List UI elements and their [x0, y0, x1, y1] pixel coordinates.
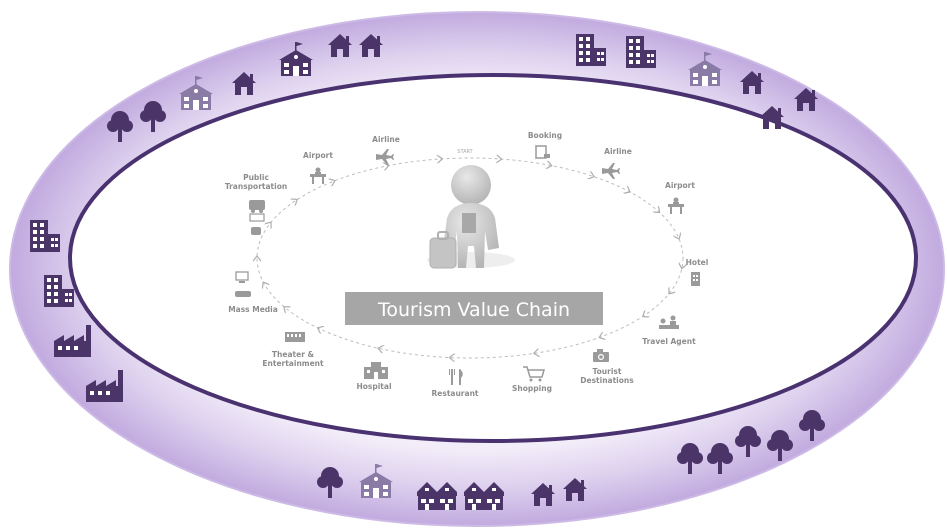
travel-agent-icon — [659, 315, 679, 329]
stage-icons — [235, 145, 700, 385]
stage-label-mass-media: Mass Media — [228, 305, 278, 314]
restaurant-icon — [449, 369, 463, 385]
shopping-cart-icon — [523, 366, 545, 382]
stage-label-restaurant: Restaurant — [432, 389, 479, 398]
theater-icon — [285, 332, 305, 342]
diagram-title: Tourism Value Chain — [377, 299, 570, 321]
booking-icon — [535, 145, 550, 159]
mass-media-icon — [235, 271, 251, 297]
hospital-icon — [364, 362, 388, 379]
stage-label-travel-agent: Travel Agent — [642, 337, 696, 346]
bus-icon — [249, 200, 265, 235]
hotel-icon — [691, 272, 700, 286]
stage-label-shopping: Shopping — [512, 384, 552, 393]
stage-label-booking: Booking — [528, 131, 562, 140]
stage-label-start: START — [457, 149, 473, 155]
camera-icon — [593, 349, 609, 362]
stage-label-airport-left: Airport — [303, 151, 333, 160]
title-box: Tourism Value Chain — [345, 292, 603, 325]
tourist-figure — [427, 165, 515, 269]
value-chain-cycle-path — [256, 157, 684, 359]
stage-label-airline-left: Airline — [372, 135, 400, 144]
stage-label-hotel: Hotel — [686, 258, 709, 267]
stage-label-airline-right: Airline — [604, 147, 632, 156]
stage-label-theater: Theater &Entertainment — [262, 350, 324, 368]
stage-label-airport-right: Airport — [665, 181, 695, 190]
stage-label-hospital: Hospital — [356, 382, 391, 391]
